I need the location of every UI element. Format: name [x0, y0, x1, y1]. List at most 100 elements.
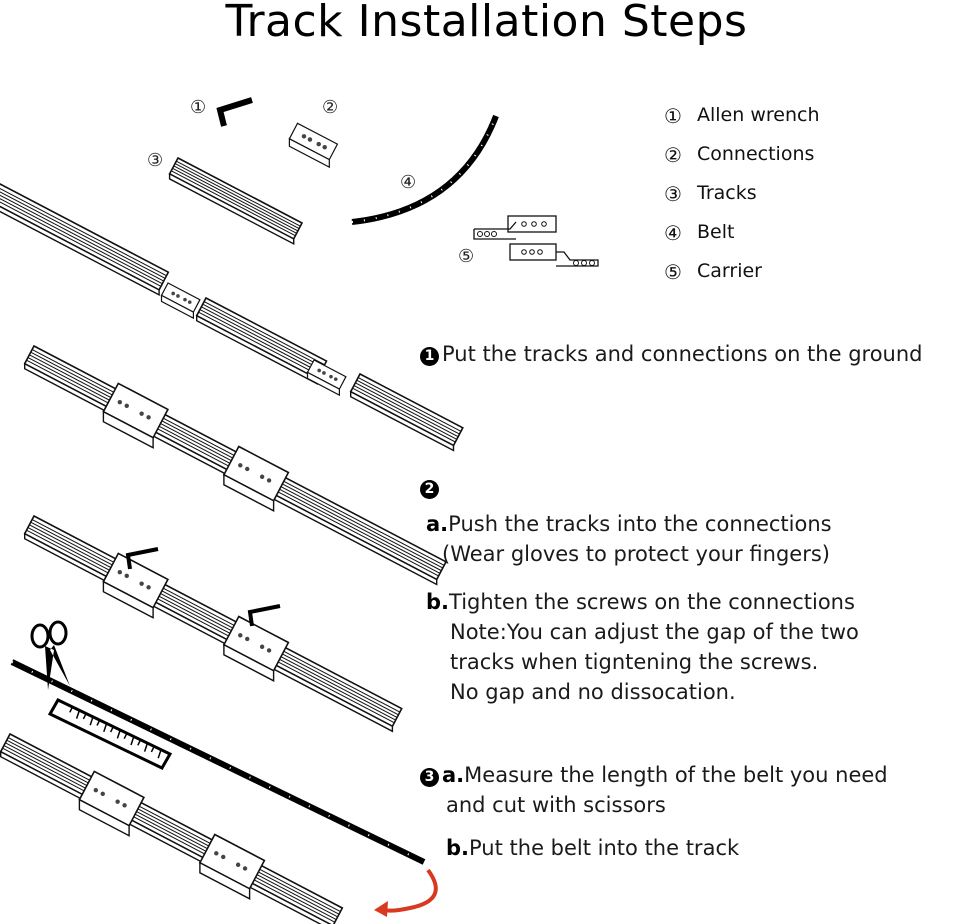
connection-side	[199, 861, 251, 900]
track-groove	[174, 163, 300, 229]
track-groove	[356, 379, 460, 435]
ruler-tick	[137, 738, 142, 746]
screw-hole	[187, 300, 192, 304]
screw-hole	[124, 573, 129, 579]
connection-side	[160, 294, 194, 320]
screw-hole	[238, 463, 243, 468]
step2a-connection	[102, 382, 169, 449]
legend-label: Tracks	[697, 182, 757, 204]
step-3a-prefix: a.	[442, 763, 465, 787]
step-2b: b.Tighten the screws on the connections …	[426, 587, 859, 707]
screw-hole	[242, 866, 248, 871]
ruler-tick	[143, 742, 149, 752]
step-2b-note-line: tracks when tigntening the screws.	[450, 650, 819, 674]
connection-label: ②	[322, 97, 338, 118]
track-side	[350, 390, 455, 452]
scissors-handle	[48, 620, 68, 646]
ruler-tick	[89, 715, 94, 726]
step1-track	[349, 372, 464, 452]
allen-wrench-icon	[216, 97, 253, 127]
scissors-icon	[30, 620, 70, 690]
step-2a: a.Push the tracks into the connections (…	[426, 509, 832, 569]
ruler-tick	[157, 748, 162, 759]
connection-icon	[288, 122, 339, 169]
step-2a-prefix: a.	[426, 512, 449, 536]
legend-number: ①	[664, 104, 682, 128]
screw-hole	[245, 466, 250, 472]
track-groove	[7, 737, 341, 912]
screw-hole	[139, 581, 144, 586]
screw-hole	[317, 368, 321, 373]
legend-number: ④	[664, 221, 682, 245]
carrier-hole	[537, 249, 543, 255]
track-icon	[168, 156, 304, 246]
track-groove	[201, 306, 323, 371]
track-label: ③	[147, 150, 163, 171]
step-3b-text: Put the belt into the track	[469, 836, 740, 860]
legend-number: ②	[664, 143, 682, 167]
screw-hole	[176, 294, 180, 298]
arrow-head	[374, 901, 388, 917]
legend-label: Connections	[697, 143, 815, 165]
screw-hole	[117, 400, 123, 405]
track-groove	[352, 387, 456, 443]
legend-label: Belt	[697, 221, 735, 243]
track-groove	[357, 377, 462, 432]
legend-item-carrier: ⑤ Carrier	[664, 260, 819, 299]
ruler-tick	[75, 709, 81, 719]
track-groove	[171, 170, 296, 237]
track-groove	[29, 524, 398, 718]
ruler-tick	[82, 712, 88, 720]
track-groove	[0, 191, 166, 279]
screw-hole	[333, 377, 338, 381]
step2a-connection	[222, 445, 290, 512]
step3-connection	[78, 770, 145, 837]
legend-item-allen-wrench: ① Allen wrench	[664, 104, 819, 143]
track-groove	[0, 198, 163, 285]
step2b-connection	[102, 552, 169, 619]
step-2b-text: Tighten the screws on the connections	[449, 590, 855, 614]
step-2a-text: Push the tracks into the connections	[448, 512, 832, 536]
step3-track	[0, 732, 344, 924]
connection-side	[102, 580, 154, 619]
step-2-badge: 2	[420, 480, 439, 499]
screw-hole	[115, 799, 120, 804]
step2b-allen-wrench	[247, 604, 281, 627]
track-side	[168, 172, 295, 246]
step-3b-prefix: b.	[446, 836, 470, 860]
track-groove	[31, 519, 401, 713]
belt-label: ④	[400, 172, 416, 193]
carrier-hole	[477, 231, 483, 237]
step-3-badge: 3	[420, 768, 439, 787]
track-side	[0, 205, 160, 297]
screw-hole	[122, 803, 127, 808]
screw-hole	[117, 570, 123, 575]
screw-hole	[93, 788, 99, 793]
allen-wrench-icon	[247, 604, 281, 627]
legend-number: ⑤	[664, 260, 682, 284]
screw-hole	[146, 585, 151, 590]
step-3a-text-line2: and cut with scissors	[446, 793, 666, 817]
track-groove	[355, 382, 459, 438]
track-groove	[0, 187, 167, 277]
carrier-hole	[521, 249, 527, 255]
ruler-body	[47, 698, 173, 770]
carrier-hole	[581, 260, 587, 266]
screw-hole	[214, 851, 219, 856]
step-2b-note-line: No gap and no dissocation.	[450, 680, 736, 704]
ruler-tick	[123, 732, 128, 740]
wrench-label: ①	[190, 97, 206, 118]
page-title: Track Installation Steps	[225, 0, 748, 47]
allen-wrench-shape	[216, 97, 253, 127]
step1-connection	[160, 282, 201, 320]
track-groove	[176, 160, 301, 227]
carrier-arm	[473, 221, 517, 240]
carrier-hole	[491, 231, 497, 237]
track-groove	[172, 167, 297, 234]
screw-hole	[316, 141, 321, 147]
legend-label: Carrier	[697, 260, 762, 282]
screw-hole	[259, 644, 265, 649]
track-groove	[199, 309, 321, 374]
